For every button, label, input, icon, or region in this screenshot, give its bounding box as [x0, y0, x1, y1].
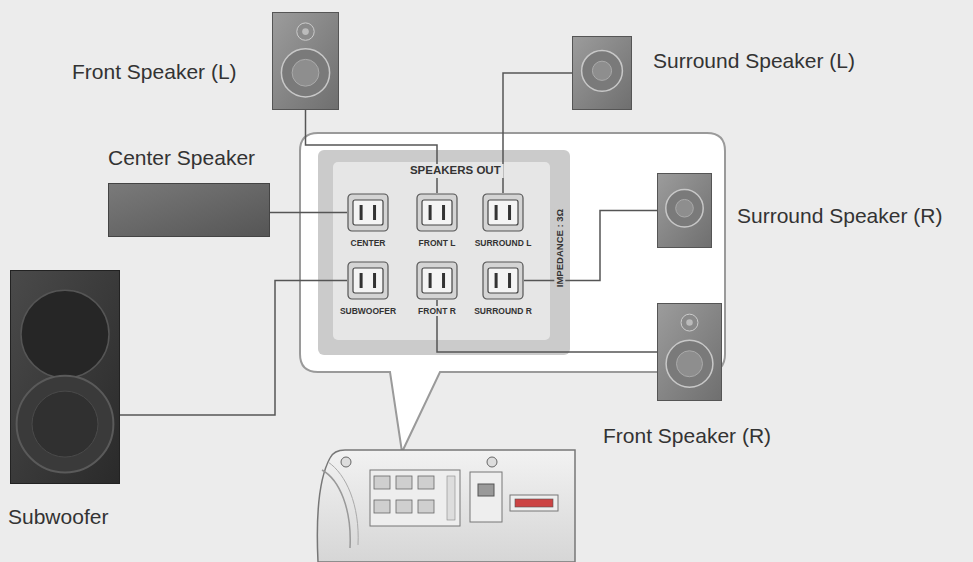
- speaker-label: Subwoofer: [8, 504, 108, 529]
- term-icon: [416, 193, 458, 232]
- sub-icon: [10, 270, 120, 484]
- terminal-label: SURROUND R: [472, 306, 534, 316]
- speaker-label: Front Speaker (R): [603, 423, 771, 448]
- speaker-wire: [524, 211, 657, 281]
- panel-heading: SPEAKERS OUT: [407, 164, 504, 178]
- speaker: Front Speaker (R): [657, 303, 722, 401]
- two-icon: [272, 12, 339, 110]
- speaker-terminal: SUBWOOFER: [347, 261, 389, 300]
- panel-inner: [333, 162, 550, 340]
- term-icon: [482, 193, 524, 232]
- callout-bubble: [300, 133, 725, 452]
- speaker-label: Surround Speaker (R): [737, 203, 942, 228]
- speaker-label: Center Speaker: [108, 145, 255, 170]
- speaker: Surround Speaker (L): [572, 36, 632, 110]
- speaker: Surround Speaker (R): [657, 173, 712, 248]
- term-icon: [347, 193, 389, 232]
- terminal-label: FRONT L: [417, 238, 458, 248]
- speaker-terminal: FRONT L: [416, 193, 458, 232]
- main-unit: [317, 450, 575, 562]
- speaker-wire: [437, 300, 657, 352]
- speaker: Subwoofer: [10, 270, 120, 484]
- term-icon: [347, 261, 389, 300]
- speaker-wire: [120, 281, 347, 416]
- speaker-label: Surround Speaker (L): [653, 48, 855, 73]
- speaker-label: Front Speaker (L): [72, 59, 237, 84]
- speaker-wire: [503, 73, 572, 193]
- center-icon: [108, 183, 270, 237]
- panel-outer: [318, 150, 570, 355]
- speaker-wire: [270, 212, 347, 214]
- impedance-label: IMPEDANCE : 3Ω: [554, 207, 565, 289]
- speaker-terminal: SURROUND R: [482, 261, 524, 300]
- speaker: Center Speaker: [108, 183, 270, 237]
- terminal-label: CENTER: [349, 238, 388, 248]
- terminal-label: FRONT R: [416, 306, 458, 316]
- two-icon: [657, 303, 722, 401]
- terminal-panel: SPEAKERS OUT IMPEDANCE : 3Ω CENTER FRONT L S…: [318, 150, 570, 355]
- one-icon: [572, 36, 632, 110]
- one-icon: [657, 173, 712, 248]
- speaker-terminal: SURROUND L: [482, 193, 524, 232]
- speaker-wire: [306, 110, 438, 193]
- speaker: Front Speaker (L): [272, 12, 339, 110]
- terminal-label: SURROUND L: [473, 238, 534, 248]
- speaker-terminal: FRONT R: [416, 261, 458, 300]
- term-icon: [416, 261, 458, 300]
- term-icon: [482, 261, 524, 300]
- speaker-terminal: CENTER: [347, 193, 389, 232]
- terminal-label: SUBWOOFER: [338, 306, 398, 316]
